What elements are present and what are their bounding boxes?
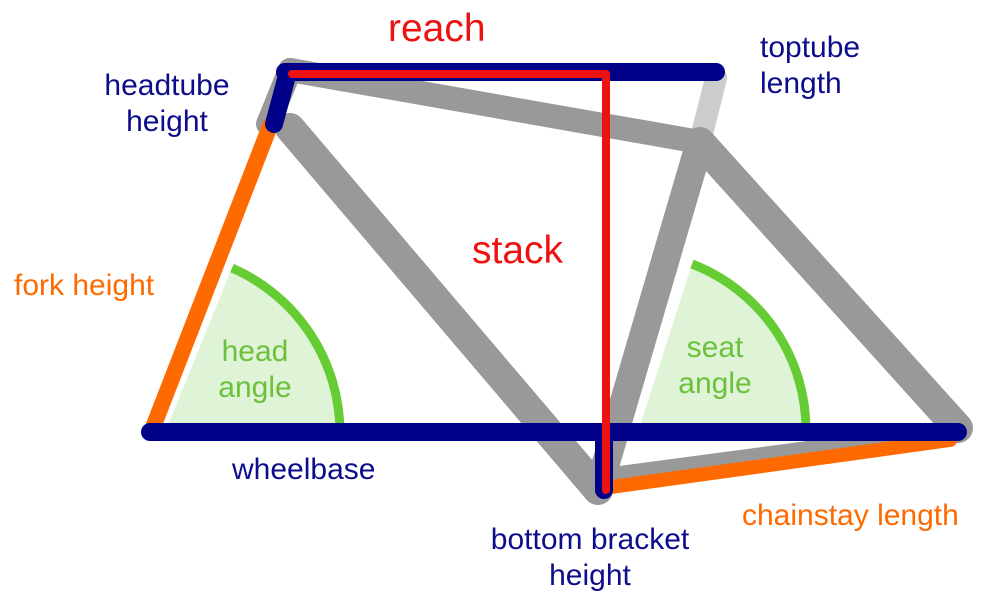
seat-stay: [685, 127, 973, 443]
headtube-label-line2: height: [126, 105, 208, 138]
stack-label: stack: [472, 229, 564, 272]
seat-angle-label-line1: seat: [686, 331, 744, 364]
head-angle-wedge: [165, 268, 340, 432]
toptube-label-line2: length: [760, 67, 842, 100]
fork-height-line: [144, 118, 278, 438]
headtube-height-line: [265, 63, 297, 133]
head-angle-label: head angle: [200, 334, 310, 406]
headtube-label-line1: headtube: [104, 69, 230, 102]
seat-angle-arc: [690, 259, 811, 433]
fork-height-label: fork height: [14, 269, 155, 302]
reach-label: reach: [388, 7, 486, 50]
seat-angle-label: seat angle: [660, 330, 770, 402]
chainstay-length-label: chainstay length: [742, 499, 959, 532]
bb-label-line1: bottom bracket: [490, 523, 690, 556]
red-measures: [288, 70, 610, 494]
seat-angle-wedge: [638, 264, 807, 432]
wheelbase-label: wheelbase: [232, 453, 376, 486]
toptube-label-line1: toptube: [760, 31, 861, 64]
bb-label-line2: height: [549, 559, 631, 592]
head-angle-arc: [230, 263, 345, 433]
toptube-length-label: toptube length: [760, 30, 860, 102]
chainstay-length-line: [597, 433, 957, 495]
head-angle-label-line2: angle: [218, 371, 292, 404]
bottom-bracket-height-label: bottom bracket height: [470, 522, 710, 594]
head-angle-label-line1: head: [221, 335, 289, 368]
seat-angle-label-line2: angle: [678, 367, 752, 400]
headtube-height-label: headtube height: [94, 68, 240, 140]
top-tube: [278, 58, 712, 154]
